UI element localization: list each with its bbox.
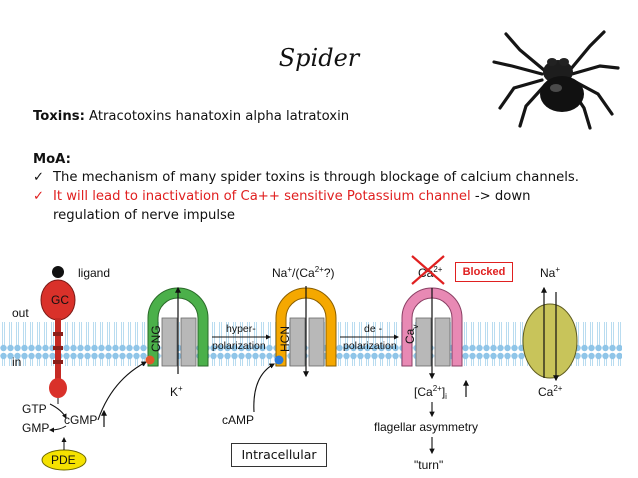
cgmp-label: cGMP	[64, 413, 97, 427]
hcn-channel	[274, 287, 337, 367]
na-channel	[522, 303, 578, 379]
ligand-label: ligand	[78, 266, 110, 280]
gmp-label: GMP	[22, 421, 49, 435]
bullet-2-rest-text: -> down	[470, 189, 531, 204]
de-label-1: de -	[364, 323, 383, 335]
cng-label: CNG	[149, 325, 163, 352]
slide-title: Spider	[278, 44, 360, 72]
cng-channel	[145, 287, 209, 367]
na-right-label: Na+	[540, 265, 560, 280]
gc-domain	[49, 378, 67, 398]
flagellar-label: flagellar asymmetry	[374, 420, 478, 434]
toxins-text: Atracotoxins hanatoxin alpha latratoxin	[84, 109, 350, 124]
bullet-2-red-text: It will lead to inactivation of Ca++ sen…	[53, 189, 471, 204]
checkmark-icon: ✓	[33, 170, 45, 185]
bullet-1-text: The mechanism of many spider toxins is t…	[53, 170, 579, 185]
k-ion-label: K+	[170, 384, 183, 399]
camp-label: cAMP	[222, 413, 254, 427]
checkmark-icon: ✓	[33, 189, 45, 204]
blocked-badge: Blocked	[455, 262, 513, 282]
spider-image	[492, 30, 620, 130]
cav-channel	[401, 287, 463, 367]
turn-label: "turn"	[414, 458, 443, 472]
de-label-2: polarization	[343, 340, 397, 352]
gc-label: GC	[51, 293, 69, 307]
hyper-label-1: hyper-	[226, 323, 256, 335]
toxins-label: Toxins:	[33, 109, 85, 124]
ca-right-label: Ca2+	[538, 384, 563, 399]
bullet-2: ✓ It will lead to inactivation of Ca++ se…	[33, 189, 530, 204]
bullet-1: ✓ The mechanism of many spider toxins is …	[33, 170, 579, 185]
bullet-2-line-2: regulation of nerve impulse	[53, 208, 235, 223]
moa-label: MoA:	[33, 152, 71, 167]
gtp-label: GTP	[22, 402, 47, 416]
pde-label: PDE	[51, 453, 76, 467]
hcn-label: HCN	[278, 326, 292, 352]
na-ca-label: Na+/(Ca2+?)	[272, 265, 334, 280]
ligand-dot	[52, 266, 64, 278]
out-label: out	[12, 306, 29, 320]
intracellular-box: Intracellular	[231, 443, 327, 467]
cav-label: Cav	[403, 325, 420, 344]
in-label: in	[12, 355, 21, 369]
blocked-cross-icon	[411, 255, 445, 285]
ca-intracellular-label: [Ca2+]i	[414, 384, 447, 401]
toxins-line: Toxins: Atracotoxins hanatoxin alpha lat…	[33, 109, 349, 124]
hyper-label-2: polarization	[212, 340, 266, 352]
